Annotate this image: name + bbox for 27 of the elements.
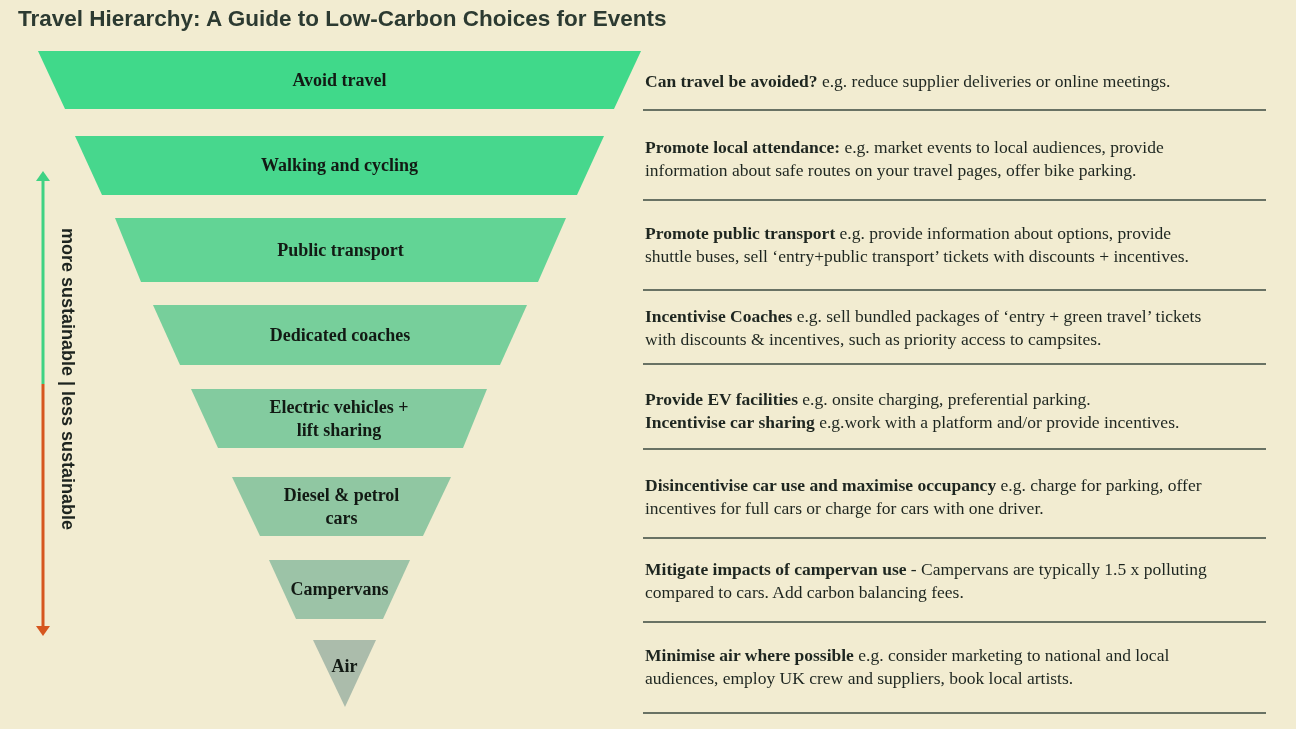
tier-description: Can travel be avoided? e.g. reduce supplier deliveries or online meetings.	[645, 70, 1172, 93]
funnel-tier	[269, 560, 410, 619]
funnel-tier	[75, 136, 604, 195]
tier-label: Public transport	[277, 238, 404, 262]
tier-description: Incentivise Coaches e.g. sell bundled packages of ‘entry + green travel’ tickets with discounts & incentives, such as priority access to campsites.	[645, 305, 1203, 351]
tier-description: Mitigate impacts of campervan use - Campervans are typically 1.5 x polluting compared to cars. Add carbon balancing fees.	[645, 558, 1208, 604]
funnel-tier	[232, 477, 451, 536]
tier-label: Diesel & petrol cars	[282, 483, 401, 530]
tier-description: Promote public transport e.g. provide information about options, provide shuttle buses, sell ‘entry+public transport’ tickets with discounts + incentives.	[645, 222, 1190, 268]
funnel-triangle	[313, 640, 376, 707]
funnel-tier	[153, 305, 527, 365]
funnel-tier	[191, 389, 487, 448]
tier-description: Disincentivise car use and maximise occupancy e.g. charge for parking, offer incentives for full cars or charge for cars with one driver.	[645, 474, 1203, 520]
funnel-tier	[38, 51, 641, 109]
tier-label: Avoid travel	[292, 68, 387, 92]
tier-label: Electric vehicles + lift sharing	[268, 395, 410, 442]
tier-label: Dedicated coaches	[269, 323, 411, 347]
tier-label: Campervans	[290, 578, 389, 601]
tier-label: Walking and cycling	[260, 154, 418, 177]
tier-description: Promote local attendance: e.g. market events to local audiences, provide information about safe routes on your travel pages, offer bike parking.	[645, 136, 1165, 182]
tier-label: Air	[331, 655, 358, 678]
axis-label: more sustainable | less sustainable	[56, 227, 78, 531]
title: Travel Hierarchy: A Guide to Low-Carbon Choices for Events	[18, 6, 667, 32]
tier-description: Minimise air where possible e.g. consider marketing to national and local audiences, employ UK crew and suppliers, book local artists.	[645, 644, 1171, 690]
tier-description: Provide EV facilities e.g. onsite charging, preferential parking.	[645, 388, 1092, 411]
tier-description: Incentivise car sharing e.g.work with a platform and/or provide incentives.	[645, 411, 1181, 434]
funnel-tier	[115, 218, 566, 282]
